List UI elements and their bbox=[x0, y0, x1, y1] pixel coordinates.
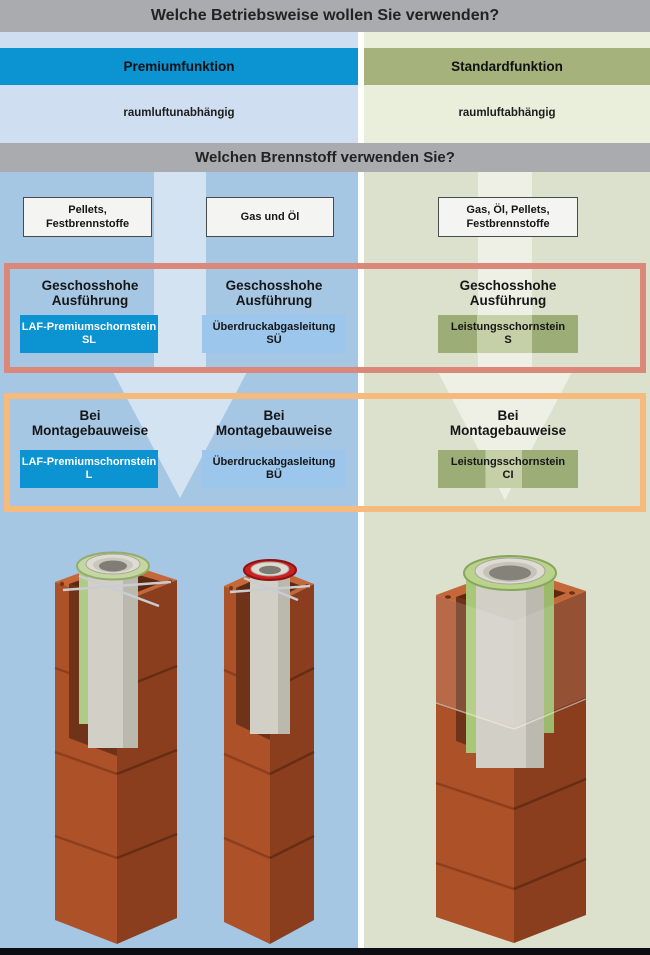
standard-function-label: Standardfunktion bbox=[451, 59, 563, 74]
heading-line1: Geschosshohe bbox=[225, 278, 323, 293]
chimney-render-green-shell bbox=[435, 555, 587, 943]
heading-line2: Montagebauweise bbox=[449, 423, 567, 438]
product-code: SÜ bbox=[266, 334, 282, 346]
support-rods bbox=[62, 574, 172, 608]
product-name: LAF-Premiumschornstein bbox=[21, 320, 157, 333]
heading-line2: Montagebauweise bbox=[215, 423, 333, 438]
green-shell-left bbox=[466, 573, 476, 753]
heading-montage-2: Bei Montagebauweise bbox=[194, 407, 354, 439]
support-rods bbox=[229, 576, 311, 602]
heading-line1: Bei bbox=[79, 408, 101, 423]
chimney-render-green-collar bbox=[54, 551, 178, 944]
question-bar-brennstoff: Welchen Brennstoff verwenden Sie? bbox=[0, 143, 650, 172]
fuel-option-line1: Gas und Öl bbox=[240, 211, 300, 223]
question1-text: Welche Betriebsweise wollen Sie verwende… bbox=[150, 7, 500, 24]
product-code: L bbox=[85, 469, 93, 481]
green-shell-right bbox=[544, 573, 554, 733]
chimney-render-red-collar bbox=[223, 559, 315, 944]
premium-function-label: Premiumfunktion bbox=[123, 59, 235, 74]
product-name: Leistungsschornstein bbox=[450, 455, 566, 468]
product-code: S bbox=[504, 334, 512, 346]
product-name: Überdruckabgasleitung bbox=[212, 455, 336, 468]
premium-sublabel: raumluftunabhängig bbox=[123, 107, 235, 119]
fuel-option-all[interactable]: Gas, Öl, Pellets, Festbrennstoffe bbox=[438, 197, 578, 237]
product-ueberdruckabgasleitung-sue[interactable]: Überdruckabgasleitung SÜ bbox=[202, 315, 346, 353]
heading-geschosshohe-2: Geschosshohe Ausführung bbox=[194, 277, 354, 309]
question2-text: Welchen Brennstoff verwenden Sie? bbox=[195, 149, 455, 166]
fuel-option-line2: Festbrennstoffe bbox=[466, 218, 550, 230]
product-ueberdruckabgasleitung-bue[interactable]: Überdruckabgasleitung BÜ bbox=[202, 450, 346, 488]
heading-geschosshohe-1: Geschosshohe Ausführung bbox=[10, 277, 170, 309]
heading-montage-1: Bei Montagebauweise bbox=[10, 407, 170, 439]
ghost-block-overlay bbox=[436, 595, 514, 727]
heading-line1: Geschosshohe bbox=[41, 278, 139, 293]
heading-line1: Bei bbox=[263, 408, 285, 423]
product-laf-premiumschornstein-l[interactable]: LAF-Premiumschornstein L bbox=[20, 450, 158, 488]
product-code: BÜ bbox=[266, 469, 282, 481]
fuel-option-line2: Festbrennstoffe bbox=[45, 218, 130, 230]
product-leistungsschornstein-ci[interactable]: Leistungsschornstein CI bbox=[438, 450, 578, 488]
heading-line2: Ausführung bbox=[235, 293, 313, 308]
heading-montage-3: Bei Montagebauweise bbox=[428, 407, 588, 439]
product-leistungsschornstein-s[interactable]: Leistungsschornstein S bbox=[438, 315, 578, 353]
product-laf-premiumschornstein-sl[interactable]: LAF-Premiumschornstein SL bbox=[20, 315, 158, 353]
montagebauweise-frame bbox=[4, 393, 646, 512]
product-code: SL bbox=[81, 334, 97, 346]
fuel-option-line1: Gas, Öl, Pellets, bbox=[466, 204, 550, 216]
question-bar-betriebsweise: Welche Betriebsweise wollen Sie verwende… bbox=[0, 0, 650, 32]
product-name: Überdruckabgasleitung bbox=[212, 320, 336, 333]
geschosshohe-frame bbox=[4, 263, 646, 373]
heading-line1: Geschosshohe bbox=[459, 278, 557, 293]
heading-geschosshohe-3: Geschosshohe Ausführung bbox=[428, 277, 588, 309]
premium-function-bar[interactable]: Premiumfunktion bbox=[0, 48, 358, 85]
heading-line1: Bei bbox=[497, 408, 519, 423]
standard-function-bar[interactable]: Standardfunktion bbox=[364, 48, 650, 85]
heading-line2: Ausführung bbox=[51, 293, 129, 308]
standard-sublabel: raumluftabhängig bbox=[458, 107, 556, 119]
heading-line2: Montagebauweise bbox=[31, 423, 149, 438]
fuel-option-pellets[interactable]: Pellets, Festbrennstoffe bbox=[23, 197, 152, 237]
fuel-option-line1: Pellets, bbox=[68, 204, 107, 216]
green-liner-sleeve bbox=[79, 566, 88, 724]
product-code: CI bbox=[502, 469, 514, 481]
fuel-option-gas-oel[interactable]: Gas und Öl bbox=[206, 197, 334, 237]
footer-bar bbox=[0, 948, 650, 955]
column-divider bbox=[358, 32, 364, 948]
product-name: LAF-Premiumschornstein bbox=[21, 455, 157, 468]
heading-line2: Ausführung bbox=[469, 293, 547, 308]
product-name: Leistungsschornstein bbox=[450, 320, 566, 333]
